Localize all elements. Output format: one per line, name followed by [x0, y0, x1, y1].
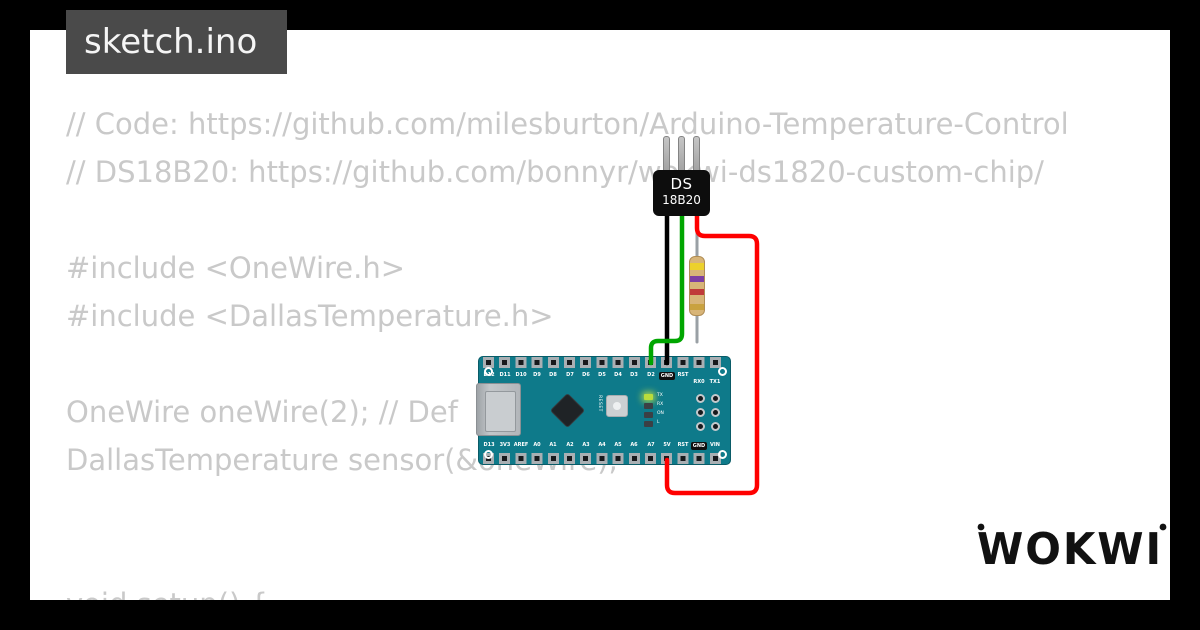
sensor-label-top: DS: [670, 175, 693, 193]
icsp-pin: [711, 394, 720, 403]
icsp-pin: [711, 422, 720, 431]
icsp-pin: [696, 394, 705, 403]
pin-label: AREF: [513, 442, 529, 448]
pin-label: D3: [630, 372, 638, 378]
code-line: [66, 532, 1069, 580]
pin-label: A6: [630, 442, 638, 448]
logo-dot: [1159, 523, 1167, 531]
pin-label: 3V3: [499, 442, 511, 448]
resistor-band: [690, 304, 704, 310]
led-label: RX: [657, 402, 664, 407]
code-line: [66, 484, 1069, 532]
led-on: [644, 394, 653, 400]
pin-label: D6: [582, 372, 590, 378]
pin-row-bottom: [483, 453, 726, 464]
code-line: #include <DallasTemperature.h>: [66, 299, 554, 333]
icsp-pin: [711, 408, 720, 417]
pin-label: D8: [549, 372, 557, 378]
pin-label: D11: [499, 372, 511, 378]
ds18b20-sensor[interactable]: DS 18B20: [653, 170, 710, 216]
editor-page: // Code: https://github.com/milesburton/…: [30, 30, 1170, 600]
code-line: #include <OneWire.h>: [66, 251, 406, 285]
led-label: L: [657, 420, 660, 425]
led-label: ON: [657, 411, 664, 416]
pin-label: A5: [614, 442, 622, 448]
resistor-band: [690, 263, 704, 270]
code-line: OneWire oneWire(2); // Def: [66, 395, 458, 429]
arduino-nano-board[interactable]: D12 D11 D10 D9 D8 D7 D6 D5 D4 D3 D2 GND …: [476, 356, 731, 465]
file-tab[interactable]: sketch.ino: [66, 10, 287, 74]
wokwi-logo-text: WOKWI: [977, 524, 1163, 575]
pin-label: RST: [677, 442, 689, 448]
pin-label: VIN: [710, 442, 720, 448]
led: [644, 403, 653, 409]
code-line: void setup() {: [66, 580, 1069, 600]
led: [644, 421, 653, 427]
mounting-hole: [718, 367, 727, 376]
sensor-label-bottom: 18B20: [662, 193, 701, 207]
usb-connector: [476, 383, 521, 436]
pin-label: A1: [549, 442, 557, 448]
wokwi-logo: WOKWI: [975, 518, 1170, 582]
pin-label: D2: [647, 372, 655, 378]
pin-label: A7: [647, 442, 655, 448]
pin-label: A3: [582, 442, 590, 448]
resistor-band: [690, 276, 704, 282]
led-label: TX: [657, 393, 663, 398]
mounting-hole: [718, 450, 727, 459]
mounting-hole: [484, 367, 493, 376]
reset-button[interactable]: [606, 395, 628, 417]
pullup-resistor[interactable]: [689, 256, 705, 316]
pin-label: D9: [533, 372, 541, 378]
icsp-pin: [696, 422, 705, 431]
code-line: [66, 196, 1069, 244]
pin-label: D10: [515, 372, 527, 378]
pin-label: D5: [598, 372, 606, 378]
icsp-pin: [696, 408, 705, 417]
pin-label: D4: [614, 372, 622, 378]
resistor-band: [690, 289, 704, 295]
pin-label: TX1: [709, 379, 721, 385]
pin-label: A4: [598, 442, 606, 448]
mounting-hole: [484, 450, 493, 459]
pin-label: D7: [566, 372, 574, 378]
led: [644, 412, 653, 418]
pin-label: A2: [566, 442, 574, 448]
reset-label: RESET: [597, 395, 602, 412]
pin-label: RST: [677, 372, 689, 378]
mcu-chip: [549, 392, 586, 429]
code-line: // Code: https://github.com/milesburton/…: [66, 107, 1069, 141]
code-block: // Code: https://github.com/milesburton/…: [66, 100, 1069, 600]
code-line: // DS18B20: https://github.com/bonnyr/wo…: [66, 155, 1044, 189]
pin-row-top: [483, 357, 726, 368]
pin-label: A0: [533, 442, 541, 448]
pin-label: D13: [483, 442, 495, 448]
logo-dot: [977, 523, 985, 531]
